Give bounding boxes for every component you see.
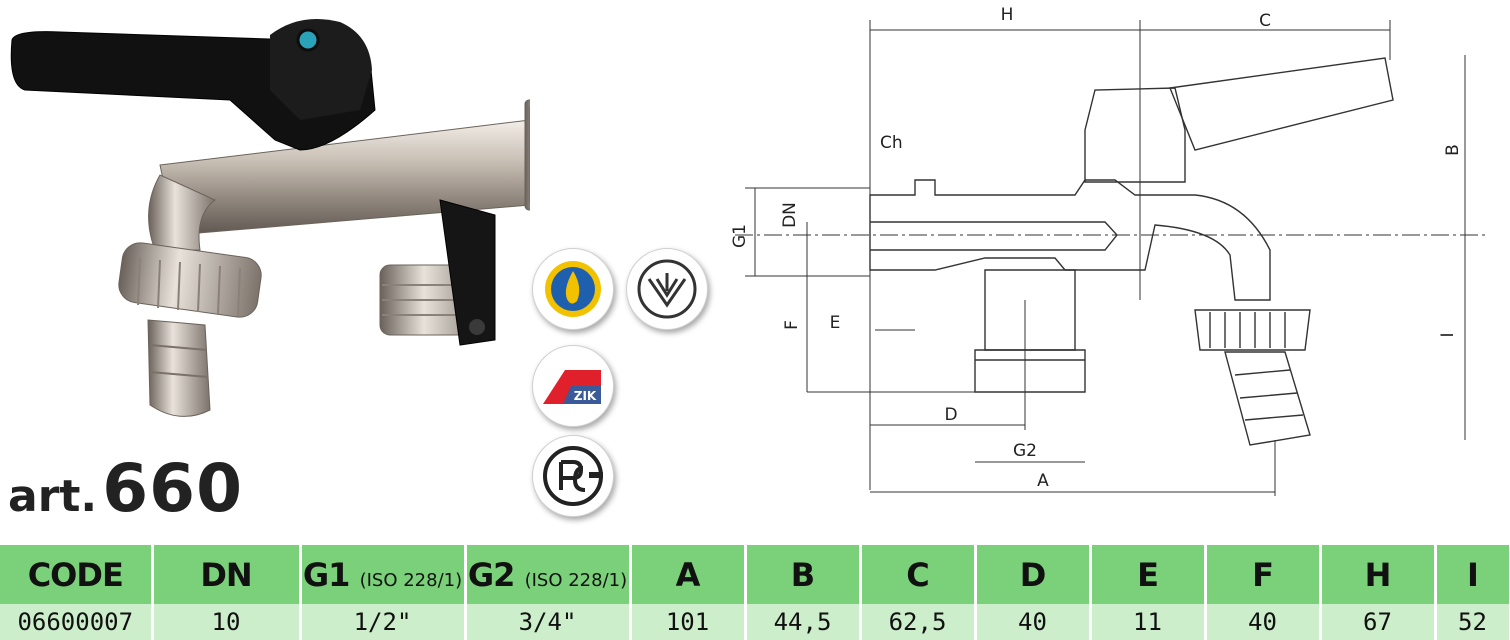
dim-label-ch: Ch bbox=[880, 133, 903, 153]
dim-label-d: D bbox=[944, 405, 957, 425]
header-b: B bbox=[745, 545, 862, 605]
article-number: art. 660 bbox=[8, 450, 243, 527]
technical-drawing: H C B Ch G1 DN F E I D G2 A bbox=[730, 5, 1485, 496]
cell-dn: 10 bbox=[152, 604, 302, 640]
product-photo bbox=[10, 18, 530, 417]
ukr-sepro-certification-icon bbox=[626, 248, 708, 330]
table-row: 06600007 10 1/2" 3/4" 101 44,5 62,5 40 1… bbox=[0, 604, 1510, 640]
dim-label-dn: DN bbox=[780, 202, 800, 228]
article-code: 660 bbox=[102, 450, 244, 527]
cell-f: 40 bbox=[1205, 604, 1322, 640]
cell-c: 62,5 bbox=[860, 604, 977, 640]
dim-label-b: B bbox=[1443, 144, 1463, 156]
dim-label-a: A bbox=[1037, 471, 1049, 491]
dim-label-f: F bbox=[782, 320, 802, 330]
header-c: C bbox=[860, 545, 977, 605]
dim-label-i: I bbox=[1438, 332, 1458, 337]
spec-table: CODE DN G1 (ISO 228/1) G2 (ISO 228/1) A … bbox=[0, 545, 1510, 640]
header-a: A bbox=[630, 545, 747, 605]
dim-label-e: E bbox=[830, 313, 841, 333]
header-code: CODE bbox=[0, 545, 154, 605]
cell-a: 101 bbox=[630, 604, 747, 640]
cell-e: 11 bbox=[1090, 604, 1207, 640]
cell-g2: 3/4" bbox=[465, 604, 632, 640]
dim-label-c: C bbox=[1259, 11, 1271, 31]
header-f: F bbox=[1205, 545, 1322, 605]
header-d: D bbox=[975, 545, 1092, 605]
dim-label-g1: G1 bbox=[730, 224, 750, 248]
header-dn: DN bbox=[152, 545, 302, 605]
cell-d: 40 bbox=[975, 604, 1092, 640]
dim-label-g2: G2 bbox=[1013, 441, 1037, 461]
article-prefix: art. bbox=[8, 471, 98, 522]
header-g1: G1 (ISO 228/1) bbox=[300, 545, 467, 605]
header-i: I bbox=[1435, 545, 1510, 605]
zik-badge-text: ZIK bbox=[574, 389, 597, 403]
header-e: E bbox=[1090, 545, 1207, 605]
table-header-row: CODE DN G1 (ISO 228/1) G2 (ISO 228/1) A … bbox=[0, 545, 1510, 605]
header-h: H bbox=[1320, 545, 1437, 605]
header-g2: G2 (ISO 228/1) bbox=[465, 545, 632, 605]
water-drop-certification-icon bbox=[532, 248, 614, 330]
cell-h: 67 bbox=[1320, 604, 1437, 640]
cell-b: 44,5 bbox=[745, 604, 862, 640]
dim-label-h: H bbox=[1001, 5, 1014, 25]
cell-g1: 1/2" bbox=[300, 604, 467, 640]
cell-code: 06600007 bbox=[0, 604, 154, 640]
zik-certification-icon: ZIK bbox=[532, 345, 614, 427]
rst-certification-icon bbox=[532, 435, 614, 517]
cell-i: 52 bbox=[1435, 604, 1510, 640]
